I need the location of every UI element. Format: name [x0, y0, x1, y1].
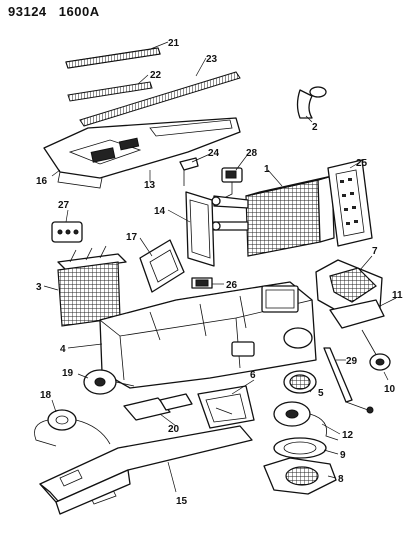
callout-13: 13: [144, 180, 156, 191]
top-cover-16: [43, 117, 241, 189]
bottom-cover-8: [263, 457, 337, 495]
bracket-29: [323, 347, 374, 414]
evaporator-core-3: [57, 245, 127, 327]
callout-22: 22: [150, 70, 162, 81]
vacuum-actuator-19: [83, 369, 135, 395]
callout-12: 12: [342, 430, 354, 441]
seal-strip-23: [79, 71, 241, 127]
duct-6: [197, 385, 255, 429]
callout-5: 5: [318, 388, 324, 399]
callout-24: 24: [208, 148, 220, 159]
gasket-plate-11: [329, 299, 385, 329]
leader-lines: [43, 41, 397, 493]
vacuum-motor-18: [34, 409, 111, 447]
blower-wheel-5: [283, 370, 317, 394]
callout-25: 25: [356, 158, 368, 169]
callout-1: 1: [264, 164, 270, 175]
callout-17: 17: [126, 232, 138, 243]
seal-strip-22: [67, 81, 153, 102]
floor-duct-15: [39, 425, 253, 515]
grommet-10: [361, 329, 391, 371]
foam-pad-27: [51, 221, 83, 243]
callout-21: 21: [168, 38, 180, 49]
callout-10: 10: [384, 384, 396, 395]
callout-6: 6: [250, 370, 256, 381]
callout-15: 15: [176, 496, 188, 507]
diagram-header: 93124 1600A: [8, 4, 108, 19]
callout-11: 11: [392, 290, 403, 301]
callout-18: 18: [40, 390, 52, 401]
clip-24: [179, 157, 199, 186]
header-code-left: 93124: [8, 4, 47, 19]
callout-9: 9: [340, 450, 346, 461]
callout-19: 19: [62, 368, 74, 379]
flap-17: [139, 239, 185, 293]
seal-frame-25: [327, 159, 373, 247]
callout-26: 26: [226, 280, 238, 291]
callout-16: 16: [36, 176, 48, 187]
actuator-28: [219, 167, 243, 201]
callout-27: 27: [58, 200, 70, 211]
seal-strip-21: [65, 47, 161, 69]
callout-8: 8: [338, 474, 344, 485]
callout-3: 3: [36, 282, 42, 293]
elbow-duct-2: [296, 86, 327, 119]
motor-mount-9: [273, 437, 327, 459]
callout-4: 4: [60, 344, 66, 355]
callout-labels: 21 22 23 2 1 25 16 13 24 28 14 17 27 3 2…: [36, 38, 403, 507]
door-panel-14: [185, 191, 215, 267]
callout-2: 2: [312, 122, 318, 133]
callout-28: 28: [246, 148, 258, 159]
callout-14: 14: [154, 206, 166, 217]
blower-motor-12: [273, 401, 339, 441]
callout-20: 20: [168, 424, 180, 435]
bracket-26: [191, 277, 213, 289]
header-code-right: 1600A: [58, 4, 100, 19]
callout-7: 7: [372, 246, 378, 257]
heater-core-1: [211, 175, 335, 257]
callout-29: 29: [346, 356, 358, 367]
hvac-housing-4: [99, 281, 317, 389]
callout-23: 23: [206, 54, 218, 65]
plate-20: [123, 393, 193, 421]
